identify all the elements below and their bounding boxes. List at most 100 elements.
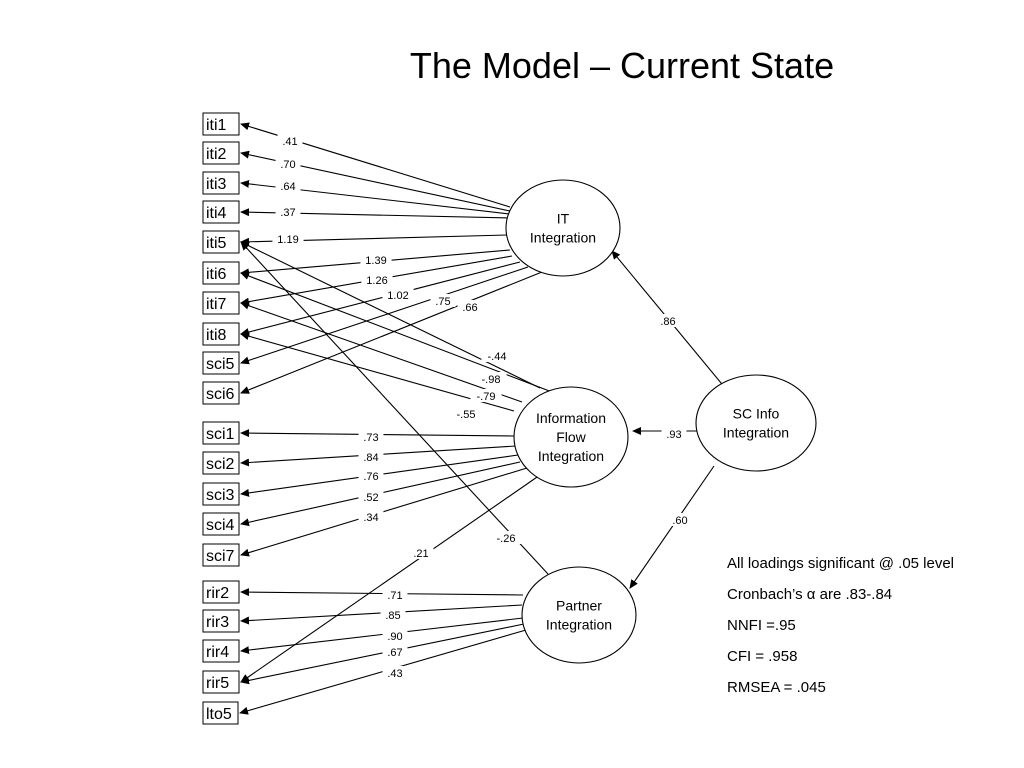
coefficient-label: .84: [363, 452, 378, 464]
coefficient-label: .66: [462, 302, 477, 314]
note-rmsea: RMSEA = .045: [727, 679, 826, 696]
latent-it: IT Integration: [505, 179, 621, 277]
coefficient-label: 1.02: [387, 290, 408, 302]
observed-box-sci2: sci2: [202, 451, 240, 475]
coefficient-pi-rir3: .85: [380, 608, 406, 622]
observed-label-lto5: lto5: [206, 706, 232, 723]
loading-arrow-ifi-sci7: [240, 467, 528, 557]
coefficient-pi-rir4: .90: [382, 629, 408, 643]
observed-box-iti5: iti5: [202, 230, 240, 254]
observed-label-rir5: rir5: [206, 675, 229, 692]
coefficient-ifi-sci1: .73: [358, 430, 384, 444]
observed-box-sci6: sci6: [202, 381, 240, 405]
coefficient-label: .37: [280, 207, 295, 219]
coefficient-label: .34: [363, 512, 378, 524]
note-significance: All loadings significant @ .05 level: [727, 555, 954, 572]
observed-box-iti4: iti4: [202, 200, 240, 224]
coefficient-label: -.44: [488, 351, 507, 363]
observed-label-rir4: rir4: [206, 644, 229, 661]
observed-box-iti6: iti6: [202, 261, 240, 285]
loading-arrow-ifi-iti8: [240, 332, 515, 412]
coefficient-label: .90: [387, 631, 402, 643]
structural-arrow-sci-pi: [629, 465, 715, 589]
observed-label-sci2: sci2: [206, 456, 235, 473]
loading-arrow-pi-rir4: [240, 617, 524, 655]
coefficient-label: .52: [363, 492, 378, 504]
loading-arrow-it-iti8: [240, 261, 521, 336]
latent-label-line: Flow: [556, 429, 586, 445]
coefficient-sci-it: .86: [655, 314, 681, 328]
loading-arrow-pi-rir5: [240, 623, 525, 685]
coefficient-ifi-sci4: .52: [358, 490, 384, 504]
coefficient-label: .70: [280, 159, 295, 171]
coefficient-label: .41: [282, 136, 297, 148]
observed-label-sci3: sci3: [206, 487, 235, 504]
coefficient-pi-iti5: -.26: [490, 531, 522, 545]
coefficient-it-iti4: .37: [275, 205, 301, 219]
coefficient-label: .71: [387, 590, 402, 602]
observed-variables: iti1 iti2 iti3 iti4 iti5 iti6 iti7 iti8 sci5 sci6…: [202, 112, 240, 725]
observed-box-sci7: sci7: [202, 543, 240, 567]
observed-label-sci1: sci1: [206, 426, 235, 443]
observed-box-iti2: iti2: [202, 141, 240, 165]
observed-box-rir4: rir4: [202, 639, 240, 663]
coefficient-label: .73: [363, 432, 378, 444]
coefficient-label: .67: [387, 647, 402, 659]
observed-label-iti2: iti2: [206, 146, 227, 163]
observed-label-iti7: iti7: [206, 296, 227, 313]
latent-label-line: Information: [536, 410, 606, 426]
latent-label-line: Integration: [530, 230, 596, 246]
observed-box-iti3: iti3: [202, 171, 240, 195]
note-cronbach: Cronbach’s α are .83-.84: [727, 586, 892, 603]
coefficient-ifi-iti6: -.98: [475, 372, 507, 386]
loading-arrow-pi-rir2: [240, 588, 524, 597]
coefficient-label: 1.26: [366, 275, 387, 287]
coefficient-sci-pi: .60: [667, 513, 693, 527]
coefficient-label: -.98: [482, 374, 501, 386]
observed-label-iti6: iti6: [206, 266, 227, 283]
observed-label-sci7: sci7: [206, 548, 235, 565]
latent-label-line: SC Info: [733, 406, 780, 422]
observed-box-sci5: sci5: [202, 351, 240, 375]
observed-box-rir3: rir3: [202, 609, 240, 633]
loading-arrow-ifi-rir5: [240, 474, 541, 683]
loading-arrow-ifi-iti5: [240, 241, 541, 389]
observed-box-iti1: iti1: [202, 112, 240, 136]
coefficient-it-iti8: 1.02: [382, 288, 414, 302]
observed-label-sci5: sci5: [206, 356, 235, 373]
observed-label-iti8: iti8: [206, 327, 227, 344]
coefficient-label: -.79: [477, 391, 496, 403]
coefficient-ifi-sci7: .34: [358, 510, 384, 524]
coefficient-it-iti2: .70: [275, 157, 301, 171]
observed-box-rir5: rir5: [202, 670, 240, 694]
latent-label-line: IT: [557, 211, 570, 227]
coefficient-label: -.55: [457, 409, 476, 421]
coefficient-labels: .41.70.64.371.191.391.261.02.75.66-.44-.…: [272, 134, 693, 680]
loading-arrow-it-sci6: [240, 271, 543, 394]
observed-box-iti7: iti7: [202, 291, 240, 315]
slide-title: The Model – Current State: [410, 45, 834, 86]
coefficient-it-iti1: .41: [277, 134, 303, 148]
coefficient-ifi-iti8: -.55: [450, 407, 482, 421]
coefficient-ifi-rir5: .21: [408, 546, 434, 560]
loading-arrow-pi-iti5: [240, 241, 549, 575]
observed-label-rir3: rir3: [206, 614, 229, 631]
coefficient-it-iti3: .64: [275, 179, 301, 193]
coefficient-ifi-sci3: .76: [358, 469, 384, 483]
observed-label-sci6: sci6: [206, 386, 235, 403]
coefficient-sci-ifi: .93: [661, 427, 687, 441]
latent-label-line: Integration: [538, 448, 604, 464]
coefficient-label: .43: [387, 668, 402, 680]
observed-box-iti8: iti8: [202, 322, 240, 346]
edges-layer: [239, 122, 727, 715]
observed-box-sci1: sci1: [202, 421, 240, 445]
latent-variables: ITIntegrationInformationFlowIntegrationP…: [505, 179, 817, 664]
coefficient-ifi-sci2: .84: [358, 450, 384, 464]
coefficient-pi-rir2: .71: [382, 588, 408, 602]
observed-label-sci4: sci4: [206, 517, 235, 534]
note-cfi: CFI = .958: [727, 648, 797, 665]
